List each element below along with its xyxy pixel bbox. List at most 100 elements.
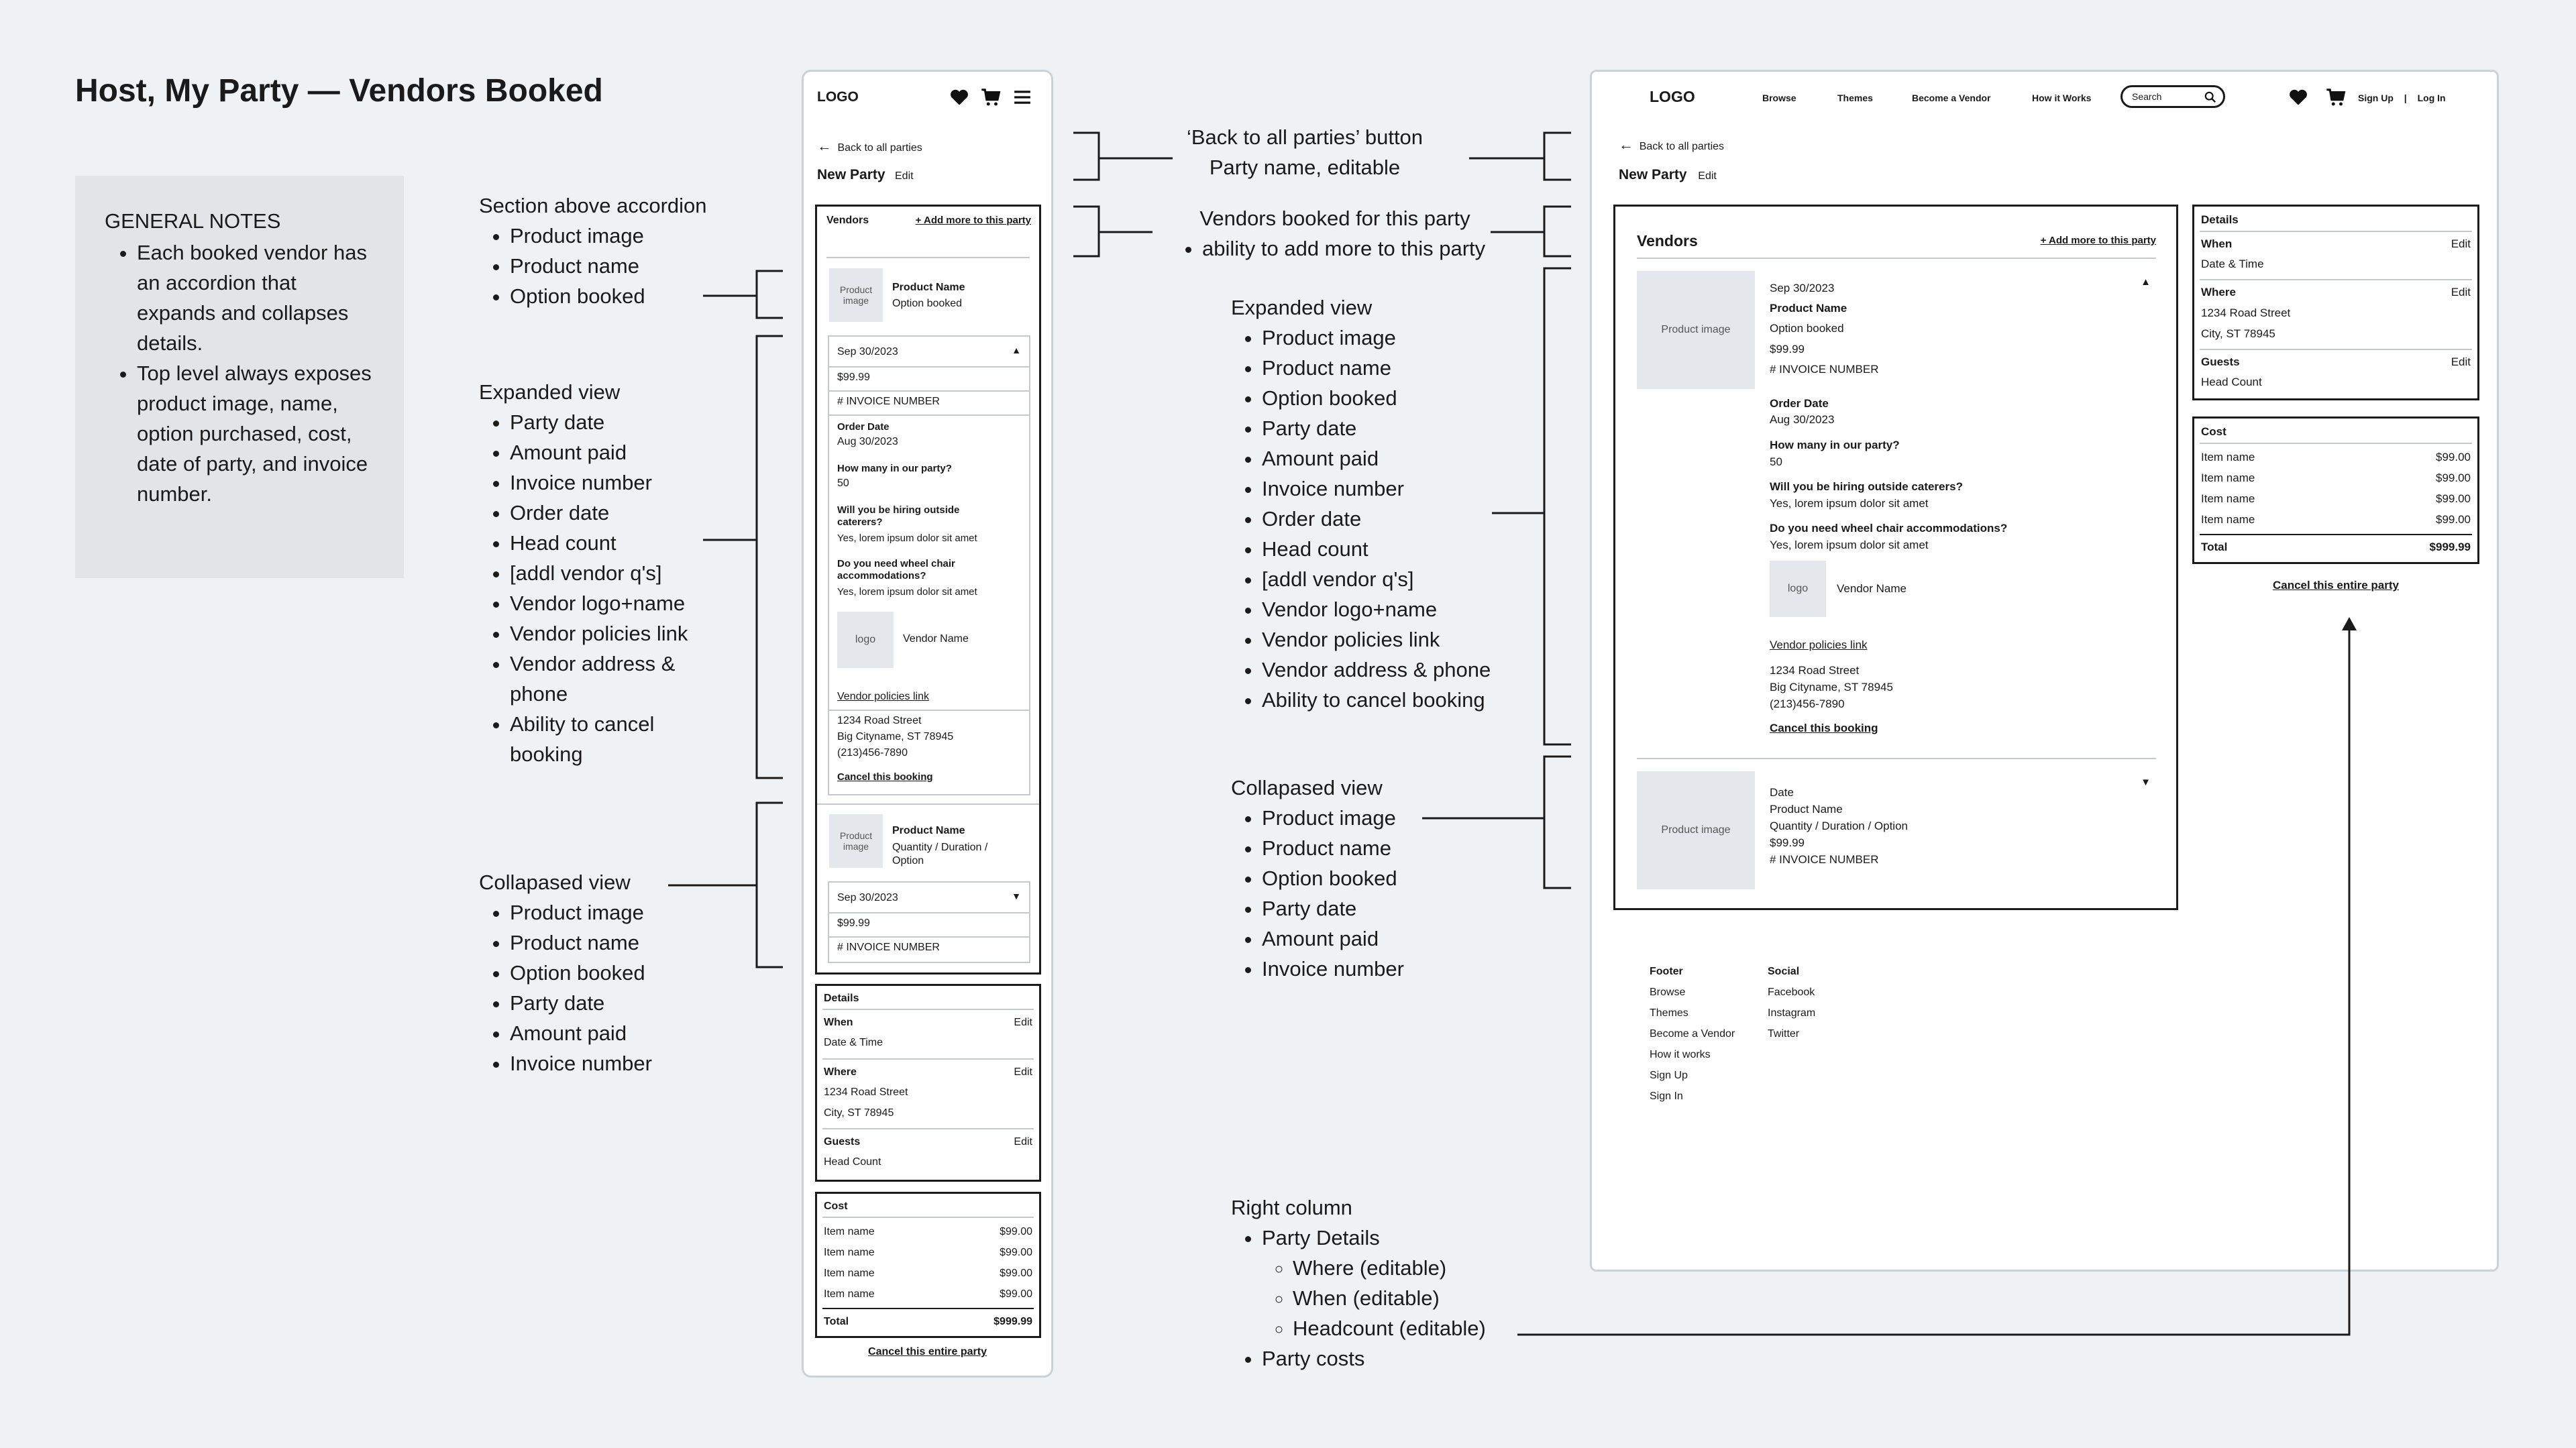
product-name: Product Name <box>892 282 965 293</box>
mobile-mockup: LOGO ← Back to all parties New Party Edi… <box>802 70 1053 1378</box>
ann-item: Product image <box>1262 803 1404 833</box>
ann-back-button: ‘Back to all parties’ button Party name,… <box>1154 122 1456 182</box>
ann-expanded-mid: Expanded view Product image Product name… <box>1231 292 1491 715</box>
nav-become-vendor[interactable]: Become a Vendor <box>1912 93 1991 103</box>
ann-item: Option booked <box>1262 863 1404 893</box>
ann-item: Vendor address & phone <box>1262 655 1491 685</box>
accordion-collapsed[interactable]: Sep 30/2023 ▼ $99.99 # INVOICE NUMBER <box>828 881 1030 963</box>
heart-icon[interactable] <box>2289 89 2308 106</box>
menu-icon[interactable] <box>1014 89 1031 105</box>
total-amount: $999.99 <box>994 1316 1032 1327</box>
log-in-link[interactable]: Log In <box>2417 93 2446 103</box>
vendor-policies-link[interactable]: Vendor policies link <box>837 691 929 702</box>
edit-guests[interactable]: Edit <box>1014 1136 1032 1148</box>
cost-item-name: Item name <box>824 1226 875 1237</box>
back-link[interactable]: ← Back to all parties <box>1619 136 1724 154</box>
details-box: Details When Edit Date & Time Where Edit… <box>815 984 1041 1182</box>
notes-item: Each booked vendor has an accordion that… <box>137 237 374 358</box>
vendor-question: How many in our party? <box>837 463 952 474</box>
footer-link[interactable]: Themes <box>1650 1007 1688 1019</box>
ann-item: [addl vendor q's] <box>510 558 720 588</box>
footer-link[interactable]: Sign Up <box>1650 1070 1688 1081</box>
vendor-answer: Yes, lorem ipsum dolor sit amet <box>837 586 977 598</box>
party-date: Sep 30/2023 <box>837 346 898 357</box>
ann-item: Product image <box>510 221 707 251</box>
cart-icon[interactable] <box>2326 88 2346 107</box>
vendor-address: Big Cityname, ST 78945 <box>837 731 954 742</box>
edit-where[interactable]: Edit <box>2451 286 2471 298</box>
bracket <box>1543 131 1571 181</box>
cost-item-amount: $99.00 <box>2436 492 2471 505</box>
cancel-party-link[interactable]: Cancel this entire party <box>2272 579 2399 592</box>
ann-item: Vendor address & phone <box>510 649 720 709</box>
edit-when[interactable]: Edit <box>2451 237 2471 250</box>
chevron-down-icon[interactable]: ▼ <box>1012 891 1021 901</box>
search-placeholder: Search <box>2132 91 2162 102</box>
cost-item-name: Item name <box>2201 513 2255 526</box>
search-input[interactable]: Search <box>2121 85 2225 108</box>
add-more-link[interactable]: + Add more to this party <box>2040 235 2156 246</box>
chevron-up-icon[interactable]: ▲ <box>2141 276 2151 288</box>
ann-item: Head count <box>510 528 720 558</box>
vendor-policies-link[interactable]: Vendor policies link <box>1770 638 1868 651</box>
cost-item-amount: $99.00 <box>1000 1268 1032 1279</box>
ann-item: Option booked <box>1262 383 1491 413</box>
accordion-expanded[interactable]: Sep 30/2023 ▲ $99.99 # INVOICE NUMBER Or… <box>828 335 1030 795</box>
nav-how-it-works[interactable]: How it Works <box>2032 93 2092 103</box>
sign-up-link[interactable]: Sign Up <box>2358 93 2394 103</box>
ann-item: Invoice number <box>510 467 720 498</box>
cancel-party-link[interactable]: Cancel this entire party <box>868 1346 987 1357</box>
logo: LOGO <box>1650 88 1695 105</box>
guests-value: Head Count <box>2201 376 2262 388</box>
cancel-booking-link[interactable]: Cancel this booking <box>1770 722 1878 734</box>
edit-party-name[interactable]: Edit <box>1698 170 1717 182</box>
footer-link[interactable]: Browse <box>1650 987 1686 998</box>
nav-themes[interactable]: Themes <box>1837 93 1873 103</box>
invoice-number: # INVOICE NUMBER <box>1770 853 1879 866</box>
edit-guests[interactable]: Edit <box>2451 355 2471 368</box>
cart-icon[interactable] <box>981 88 1001 107</box>
product-image: Product image <box>829 814 883 868</box>
vendor-question: Do you need wheel chair accommodations? <box>837 558 955 581</box>
cost-item-name: Item name <box>824 1288 875 1300</box>
vendor-logo: logo <box>837 612 894 668</box>
vendor-question: How many in our party? <box>1770 439 1900 451</box>
footer-link[interactable]: Sign In <box>1650 1091 1683 1102</box>
social-link[interactable]: Twitter <box>1768 1028 1800 1040</box>
social-link[interactable]: Facebook <box>1768 987 1815 998</box>
social-link[interactable]: Instagram <box>1768 1007 1816 1019</box>
footer-link[interactable]: How it works <box>1650 1049 1711 1060</box>
chevron-up-icon[interactable]: ▲ <box>1012 345 1021 355</box>
back-link[interactable]: ← Back to all parties <box>817 137 922 155</box>
product-name: Product Name <box>892 825 965 836</box>
desktop-mockup: LOGO Browse Themes Become a Vendor How i… <box>1590 70 2499 1272</box>
edit-party-name[interactable]: Edit <box>895 170 914 182</box>
ann-line: Party name, editable <box>1209 156 1401 179</box>
cancel-booking-link[interactable]: Cancel this booking <box>837 771 933 783</box>
option-booked: Quantity / Duration / Option <box>1770 820 1908 832</box>
invoice-number: # INVOICE NUMBER <box>1770 363 1879 376</box>
add-more-link[interactable]: + Add more to this party <box>915 215 1031 226</box>
edit-where[interactable]: Edit <box>1014 1066 1032 1078</box>
search-icon[interactable] <box>2204 91 2216 103</box>
ann-collapsed-left: Collapased view Product image Product na… <box>479 867 652 1078</box>
ann-item: Head count <box>1262 534 1491 564</box>
cost-box: Cost Item name $99.00 Item name $99.00 I… <box>2192 416 2479 564</box>
bracket <box>1073 205 1100 258</box>
details-heading: Details <box>824 993 859 1004</box>
ann-item: Ability to cancel booking <box>1262 685 1491 715</box>
edit-when[interactable]: Edit <box>1014 1017 1032 1028</box>
cost-item-amount: $99.00 <box>1000 1226 1032 1237</box>
separator: | <box>2404 93 2407 103</box>
ann-heading: Collapased view <box>479 871 631 894</box>
ann-heading: Collapased view <box>1231 776 1383 799</box>
heart-icon[interactable] <box>950 89 969 106</box>
ann-subitem: Headcount (editable) <box>1293 1313 1486 1343</box>
chevron-down-icon[interactable]: ▼ <box>2141 777 2151 788</box>
total-label: Total <box>2201 541 2228 553</box>
nav-browse[interactable]: Browse <box>1762 93 1796 103</box>
guests-label: Guests <box>824 1136 861 1148</box>
footer-link[interactable]: Become a Vendor <box>1650 1028 1735 1040</box>
where-value: City, ST 78945 <box>824 1107 894 1119</box>
vendor-phone: (213)456-7890 <box>837 747 908 759</box>
